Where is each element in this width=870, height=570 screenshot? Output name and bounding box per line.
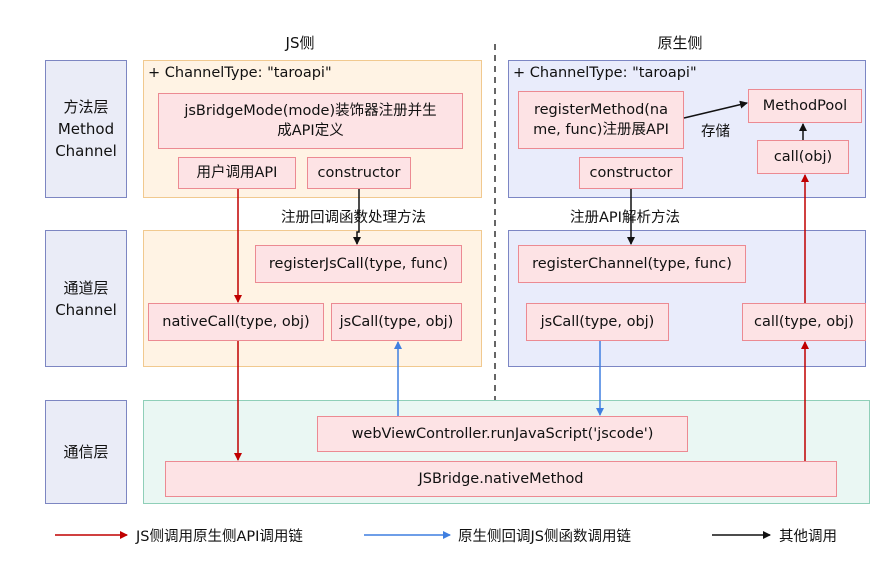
- js-call-box: jsCall(type, obj): [331, 303, 462, 341]
- decorator-line-1: jsBridgeMode(mode)装饰器注册并生: [184, 103, 437, 119]
- method-pool-box: MethodPool: [748, 89, 862, 123]
- native-constructor-box: constructor: [579, 157, 683, 189]
- method-layer-line-3: Channel: [55, 142, 117, 160]
- native-side-title: 原生侧: [657, 34, 703, 52]
- native-call-type-box: call(type, obj): [742, 303, 866, 341]
- method-layer-line-1: 方法层: [63, 98, 109, 116]
- channel-layer-line-1: 通道层: [63, 278, 109, 297]
- native-call-box: nativeCall(type, obj): [148, 303, 324, 341]
- method-layer-label: 方法层 Method Channel: [45, 60, 127, 198]
- native-js-call-box: jsCall(type, obj): [526, 303, 669, 341]
- comm-layer-line-1: 通信层: [63, 443, 109, 461]
- register-callback-annotation: 注册回调函数处理方法: [281, 210, 426, 226]
- register-api-parse-annotation: 注册API解析方法: [570, 210, 680, 226]
- black-arrow-registermethod-to-methodpool: [683, 100, 748, 119]
- user-call-api-box: 用户调用API: [178, 157, 296, 189]
- js-channel-type: + ChannelType: "taroapi": [148, 65, 332, 81]
- legend-red-text: JS侧调用原生侧API调用链: [136, 529, 303, 545]
- js-constructor-box: constructor: [307, 157, 411, 189]
- method-layer-line-2: Method: [57, 120, 115, 138]
- legend-blue-text: 原生侧回调JS侧函数调用链: [458, 529, 631, 545]
- register-method-line-2: me, func)注册展API: [533, 122, 669, 138]
- register-js-call-box: registerJsCall(type, func): [255, 245, 462, 283]
- channel-layer-line-2: Channel: [55, 300, 117, 319]
- jsbridge-native-method-box: JSBridge.nativeMethod: [165, 461, 837, 497]
- decorator-line-2: 成API定义: [277, 123, 344, 139]
- run-javascript-box: webViewController.runJavaScript('jscode'…: [317, 416, 688, 452]
- black-arrow-constructor-to-registerjscall: [353, 189, 361, 245]
- native-call-obj-box: call(obj): [757, 140, 849, 174]
- legend-black-text: 其他调用: [779, 529, 837, 545]
- native-channel-type: + ChannelType: "taroapi": [513, 65, 697, 81]
- store-label: 存储: [701, 124, 730, 140]
- register-channel-box: registerChannel(type, func): [518, 245, 746, 283]
- comm-layer-label: 通信层: [45, 400, 127, 504]
- register-method-line-1: registerMethod(na: [533, 102, 669, 118]
- decorator-box: jsBridgeMode(mode)装饰器注册并生 成API定义: [158, 93, 463, 149]
- channel-layer-label: 通道层 Channel: [45, 230, 127, 367]
- js-side-title: JS侧: [285, 34, 315, 52]
- register-method-box: registerMethod(na me, func)注册展API: [518, 91, 684, 149]
